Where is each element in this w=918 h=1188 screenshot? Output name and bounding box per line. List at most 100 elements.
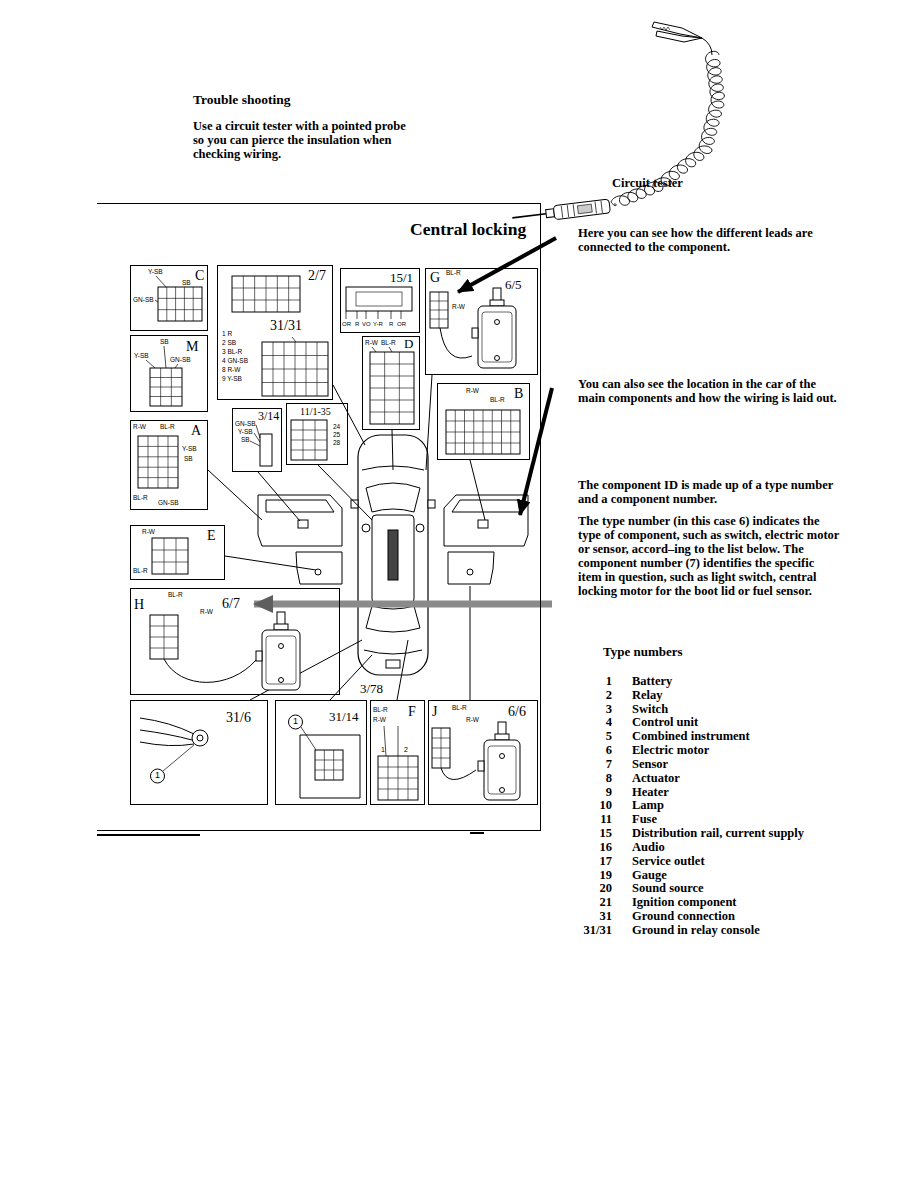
type-number: 4 bbox=[558, 716, 612, 730]
type-number: 31/31 bbox=[558, 924, 612, 938]
clip-jaw bbox=[656, 31, 702, 42]
clip-teeth bbox=[660, 27, 670, 30]
connector-symbol bbox=[158, 287, 202, 321]
figure-caption: Circuit tester bbox=[612, 177, 683, 191]
table-heading: Type numbers bbox=[603, 645, 683, 659]
wire-line bbox=[398, 726, 399, 756]
type-name: Battery bbox=[632, 675, 672, 689]
car-windshield bbox=[366, 483, 420, 512]
ground-bolt bbox=[197, 735, 203, 741]
connector-cell-line bbox=[370, 364, 414, 365]
pin-list-item: 3 BL-R bbox=[222, 348, 242, 355]
explanation-note: The type number (in this case 6) indicat… bbox=[578, 514, 840, 598]
wire-color-label: GN-SB bbox=[235, 420, 256, 427]
type-number: 5 bbox=[558, 730, 612, 744]
boot-switch bbox=[386, 660, 400, 668]
wire-color-label: GN-SB bbox=[170, 356, 191, 363]
wire-color-label: Y-SB bbox=[182, 445, 197, 452]
connector-cell-line bbox=[232, 300, 300, 301]
type-number: 19 bbox=[558, 869, 612, 883]
type-number: 11 bbox=[558, 813, 612, 827]
wire-color-label: R-W bbox=[466, 716, 479, 723]
connector-cell-line bbox=[277, 276, 278, 312]
connector-cell-line bbox=[193, 287, 194, 321]
component-id: 3/78 bbox=[360, 682, 383, 696]
pin-list-item: 8 R-W bbox=[222, 366, 240, 373]
wire-color-label: R-W bbox=[373, 716, 386, 723]
type-number: 2 bbox=[558, 689, 612, 703]
type-name: Audio bbox=[632, 841, 665, 855]
type-name: Combined instrument bbox=[632, 730, 750, 744]
connector-cell-line bbox=[158, 436, 159, 488]
component-inset: H6/7BL-RR-W bbox=[130, 588, 340, 695]
type-name: Electric motor bbox=[632, 744, 709, 758]
connector-cell-line bbox=[232, 288, 300, 289]
probe-collar bbox=[546, 209, 555, 218]
type-number: 8 bbox=[558, 772, 612, 786]
callout-circle bbox=[289, 715, 303, 729]
type-number: 7 bbox=[558, 758, 612, 772]
lock-position bbox=[416, 524, 424, 532]
door-lock bbox=[298, 520, 308, 528]
connector-cell-line bbox=[150, 648, 178, 649]
connector-cell-line bbox=[370, 388, 414, 389]
component-inset: 2/731/311 R2 SB3 BL-R4 GN-SB8 R-W9 Y-SB bbox=[217, 265, 333, 400]
connector-body bbox=[430, 292, 448, 328]
car-trunk-line bbox=[364, 650, 422, 654]
car-console bbox=[388, 530, 398, 580]
type-name: Ground connection bbox=[632, 910, 735, 924]
connector-cell-line bbox=[315, 770, 343, 771]
connector-cell-line bbox=[432, 758, 450, 759]
connector-cell-line bbox=[432, 738, 450, 739]
panel-heading: Central locking bbox=[410, 220, 526, 239]
wire-color-label: BL-R bbox=[133, 567, 148, 574]
connector-symbol bbox=[378, 756, 418, 800]
connector-symbol bbox=[150, 615, 178, 659]
wire-line bbox=[208, 470, 262, 520]
connector-body bbox=[315, 750, 343, 780]
connector-cell-line bbox=[266, 276, 267, 312]
connector-cell-line bbox=[446, 421, 520, 422]
wire-color-label: SB bbox=[184, 455, 193, 462]
wire-line bbox=[372, 347, 376, 352]
wire-color-label: SB bbox=[241, 436, 250, 443]
component-id: 15/1 bbox=[390, 271, 413, 285]
motor-hole bbox=[279, 678, 284, 683]
type-number: 17 bbox=[558, 855, 612, 869]
type-name: Sensor bbox=[632, 758, 668, 772]
connector-body bbox=[150, 368, 182, 406]
connector-cell-line bbox=[430, 310, 448, 311]
ground-bolt bbox=[192, 730, 208, 746]
type-number: 16 bbox=[558, 841, 612, 855]
connector-cell-line bbox=[176, 538, 177, 574]
wire-color-label: GN-SB bbox=[133, 296, 154, 303]
handle-ridge bbox=[567, 205, 568, 217]
connector-cell-line bbox=[164, 538, 165, 574]
type-number: 31 bbox=[558, 910, 612, 924]
explanation-note: Here you can see how the different leads… bbox=[578, 226, 840, 254]
connector-cell-line bbox=[152, 550, 188, 551]
type-name: Actuator bbox=[632, 772, 680, 786]
connector-cell-line bbox=[291, 450, 327, 451]
component-letter: F bbox=[408, 704, 416, 719]
component-inset: 11/1-35242528 bbox=[286, 403, 348, 465]
handle-ridge bbox=[561, 206, 562, 218]
connector-cell-line bbox=[148, 436, 149, 488]
type-number: 1 bbox=[558, 675, 612, 689]
door-window bbox=[266, 500, 334, 512]
wire-line bbox=[346, 311, 347, 319]
cord-end bbox=[702, 38, 712, 55]
lock-motor-symbol bbox=[256, 612, 300, 690]
connector-cell-line bbox=[158, 309, 202, 310]
wire-color-label: SB bbox=[182, 279, 191, 286]
wire-line bbox=[292, 337, 296, 342]
pin-number: 25 bbox=[333, 431, 340, 438]
connector-cell-line bbox=[138, 456, 178, 457]
connector-cell-line bbox=[262, 355, 328, 356]
wire-color-label: R bbox=[355, 321, 359, 328]
lock-motor-symbol bbox=[478, 722, 520, 800]
pin-list-item: 1 R bbox=[222, 330, 232, 337]
motor-hole bbox=[495, 320, 500, 325]
component-id: 6/6 bbox=[508, 704, 526, 719]
motor-hole bbox=[500, 788, 505, 793]
